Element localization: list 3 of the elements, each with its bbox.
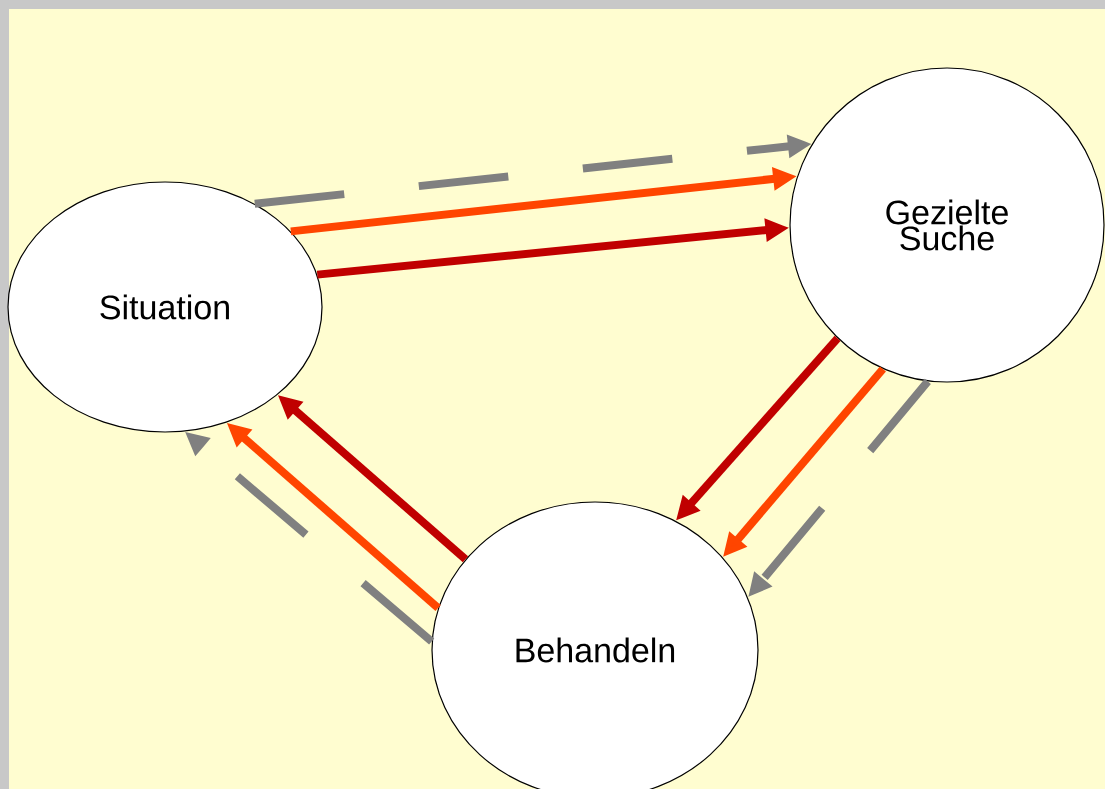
ellipse-node: Gezielte Suche bbox=[789, 67, 1105, 383]
ellipse-node: Behandeln bbox=[431, 501, 759, 789]
ellipse-node: Situation bbox=[7, 181, 323, 433]
